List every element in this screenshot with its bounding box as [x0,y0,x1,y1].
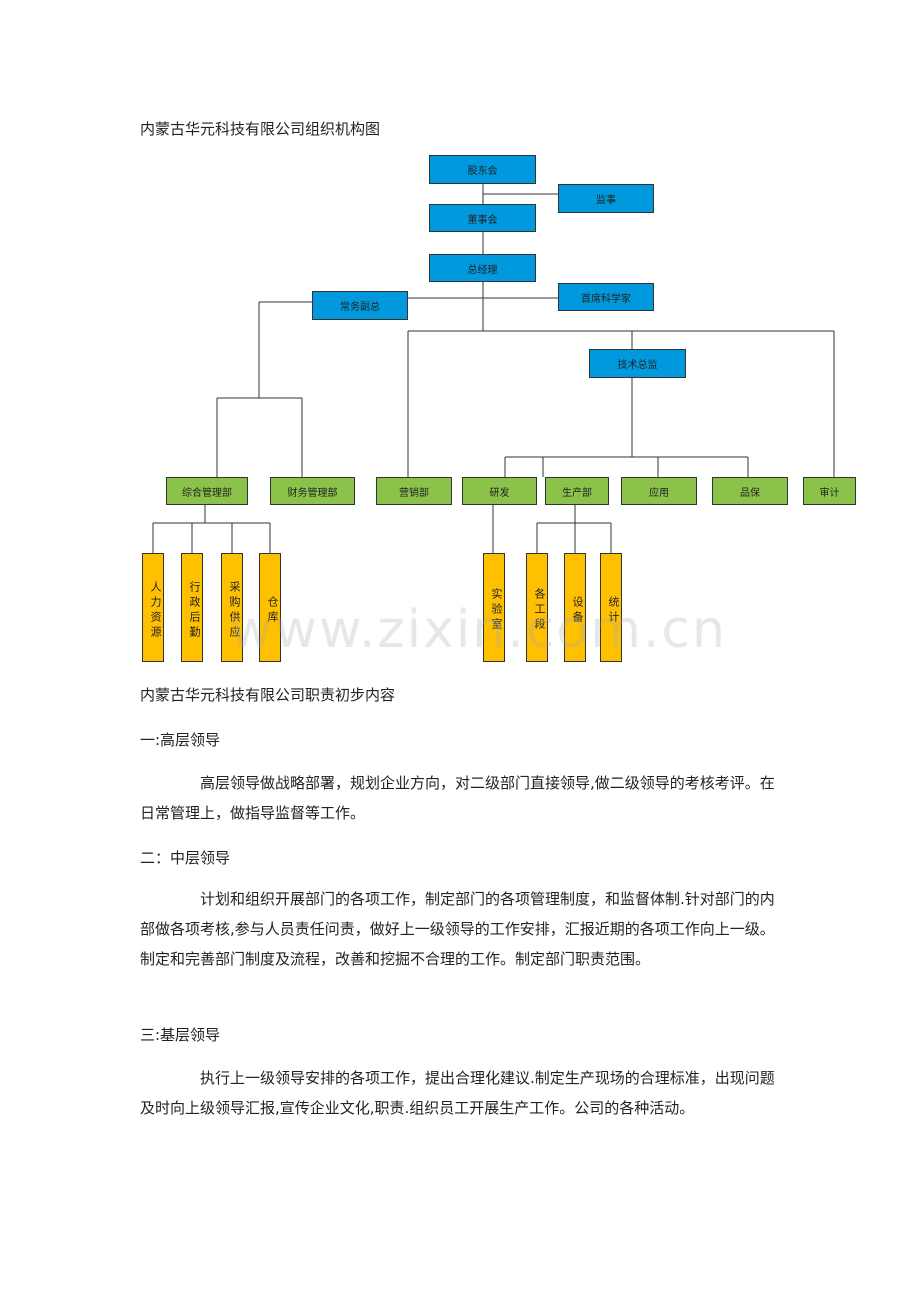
dept-quality: 品保 [712,477,788,505]
section-senior-text: 高层领导做战略部署，规划企业方向，对二级部门直接领导,做二级领导的考核考评。在日… [140,768,780,828]
unit-lab: 实验室 [483,553,505,662]
duties-title: 内蒙古华元科技有限公司职责初步内容 [140,686,396,704]
org-node-shareholders: 股东会 [429,155,536,184]
section-senior-paragraph: 高层领导做战略部署，规划企业方向，对二级部门直接领导,做二级领导的考核考评。在日… [140,774,775,822]
dept-production: 生产部 [545,477,609,505]
section-middle-heading: 二：中层领导 [140,849,231,867]
unit-sections: 各工段 [526,553,548,662]
dept-sales: 营销部 [376,477,452,505]
section-middle-paragraph: 计划和组织开展部门的各项工作，制定部门的各项管理制度，和监督体制.针对部门的内部… [140,890,775,968]
section-senior-heading: 一:高层领导 [140,731,221,749]
org-node-supervisor: 监事 [558,184,654,213]
org-chart-title: 内蒙古华元科技有限公司组织机构图 [140,120,381,138]
org-node-executive-vp: 常务副总 [312,291,408,320]
dept-rnd: 研发 [462,477,537,505]
unit-purchasing: 采购供应 [221,553,243,662]
section-middle-text: 计划和组织开展部门的各项工作，制定部门的各项管理制度，和监督体制.针对部门的内部… [140,884,780,974]
org-node-general-manager: 总经理 [429,254,536,282]
section-base-text: 执行上一级领导安排的各项工作，提出合理化建议.制定生产现场的合理标准，出现问题及… [140,1063,780,1123]
org-node-chief-scientist: 首席科学家 [558,283,654,311]
unit-admin: 行政后勤 [181,553,203,662]
watermark: www.zixin.com.cn [230,600,727,660]
unit-equipment: 设备 [564,553,586,662]
unit-statistics: 统计 [600,553,622,662]
unit-warehouse: 仓库 [259,553,281,662]
org-node-tech-director: 技术总监 [589,349,686,378]
unit-hr: 人力资源 [142,553,164,662]
dept-finance: 财务管理部 [270,477,355,505]
org-chart-connectors [152,184,835,553]
org-node-board: 董事会 [429,204,536,232]
dept-general-management: 综合管理部 [166,477,248,505]
dept-audit: 审计 [803,477,856,505]
dept-application: 应用 [621,477,697,505]
section-base-paragraph: 执行上一级领导安排的各项工作，提出合理化建议.制定生产现场的合理标准，出现问题及… [140,1069,775,1117]
org-chart: 股东会 监事 董事会 总经理 首席科学家 常务副总 技术总监 综合管理部 财务管… [142,155,856,662]
section-base-heading: 三:基层领导 [140,1026,221,1044]
